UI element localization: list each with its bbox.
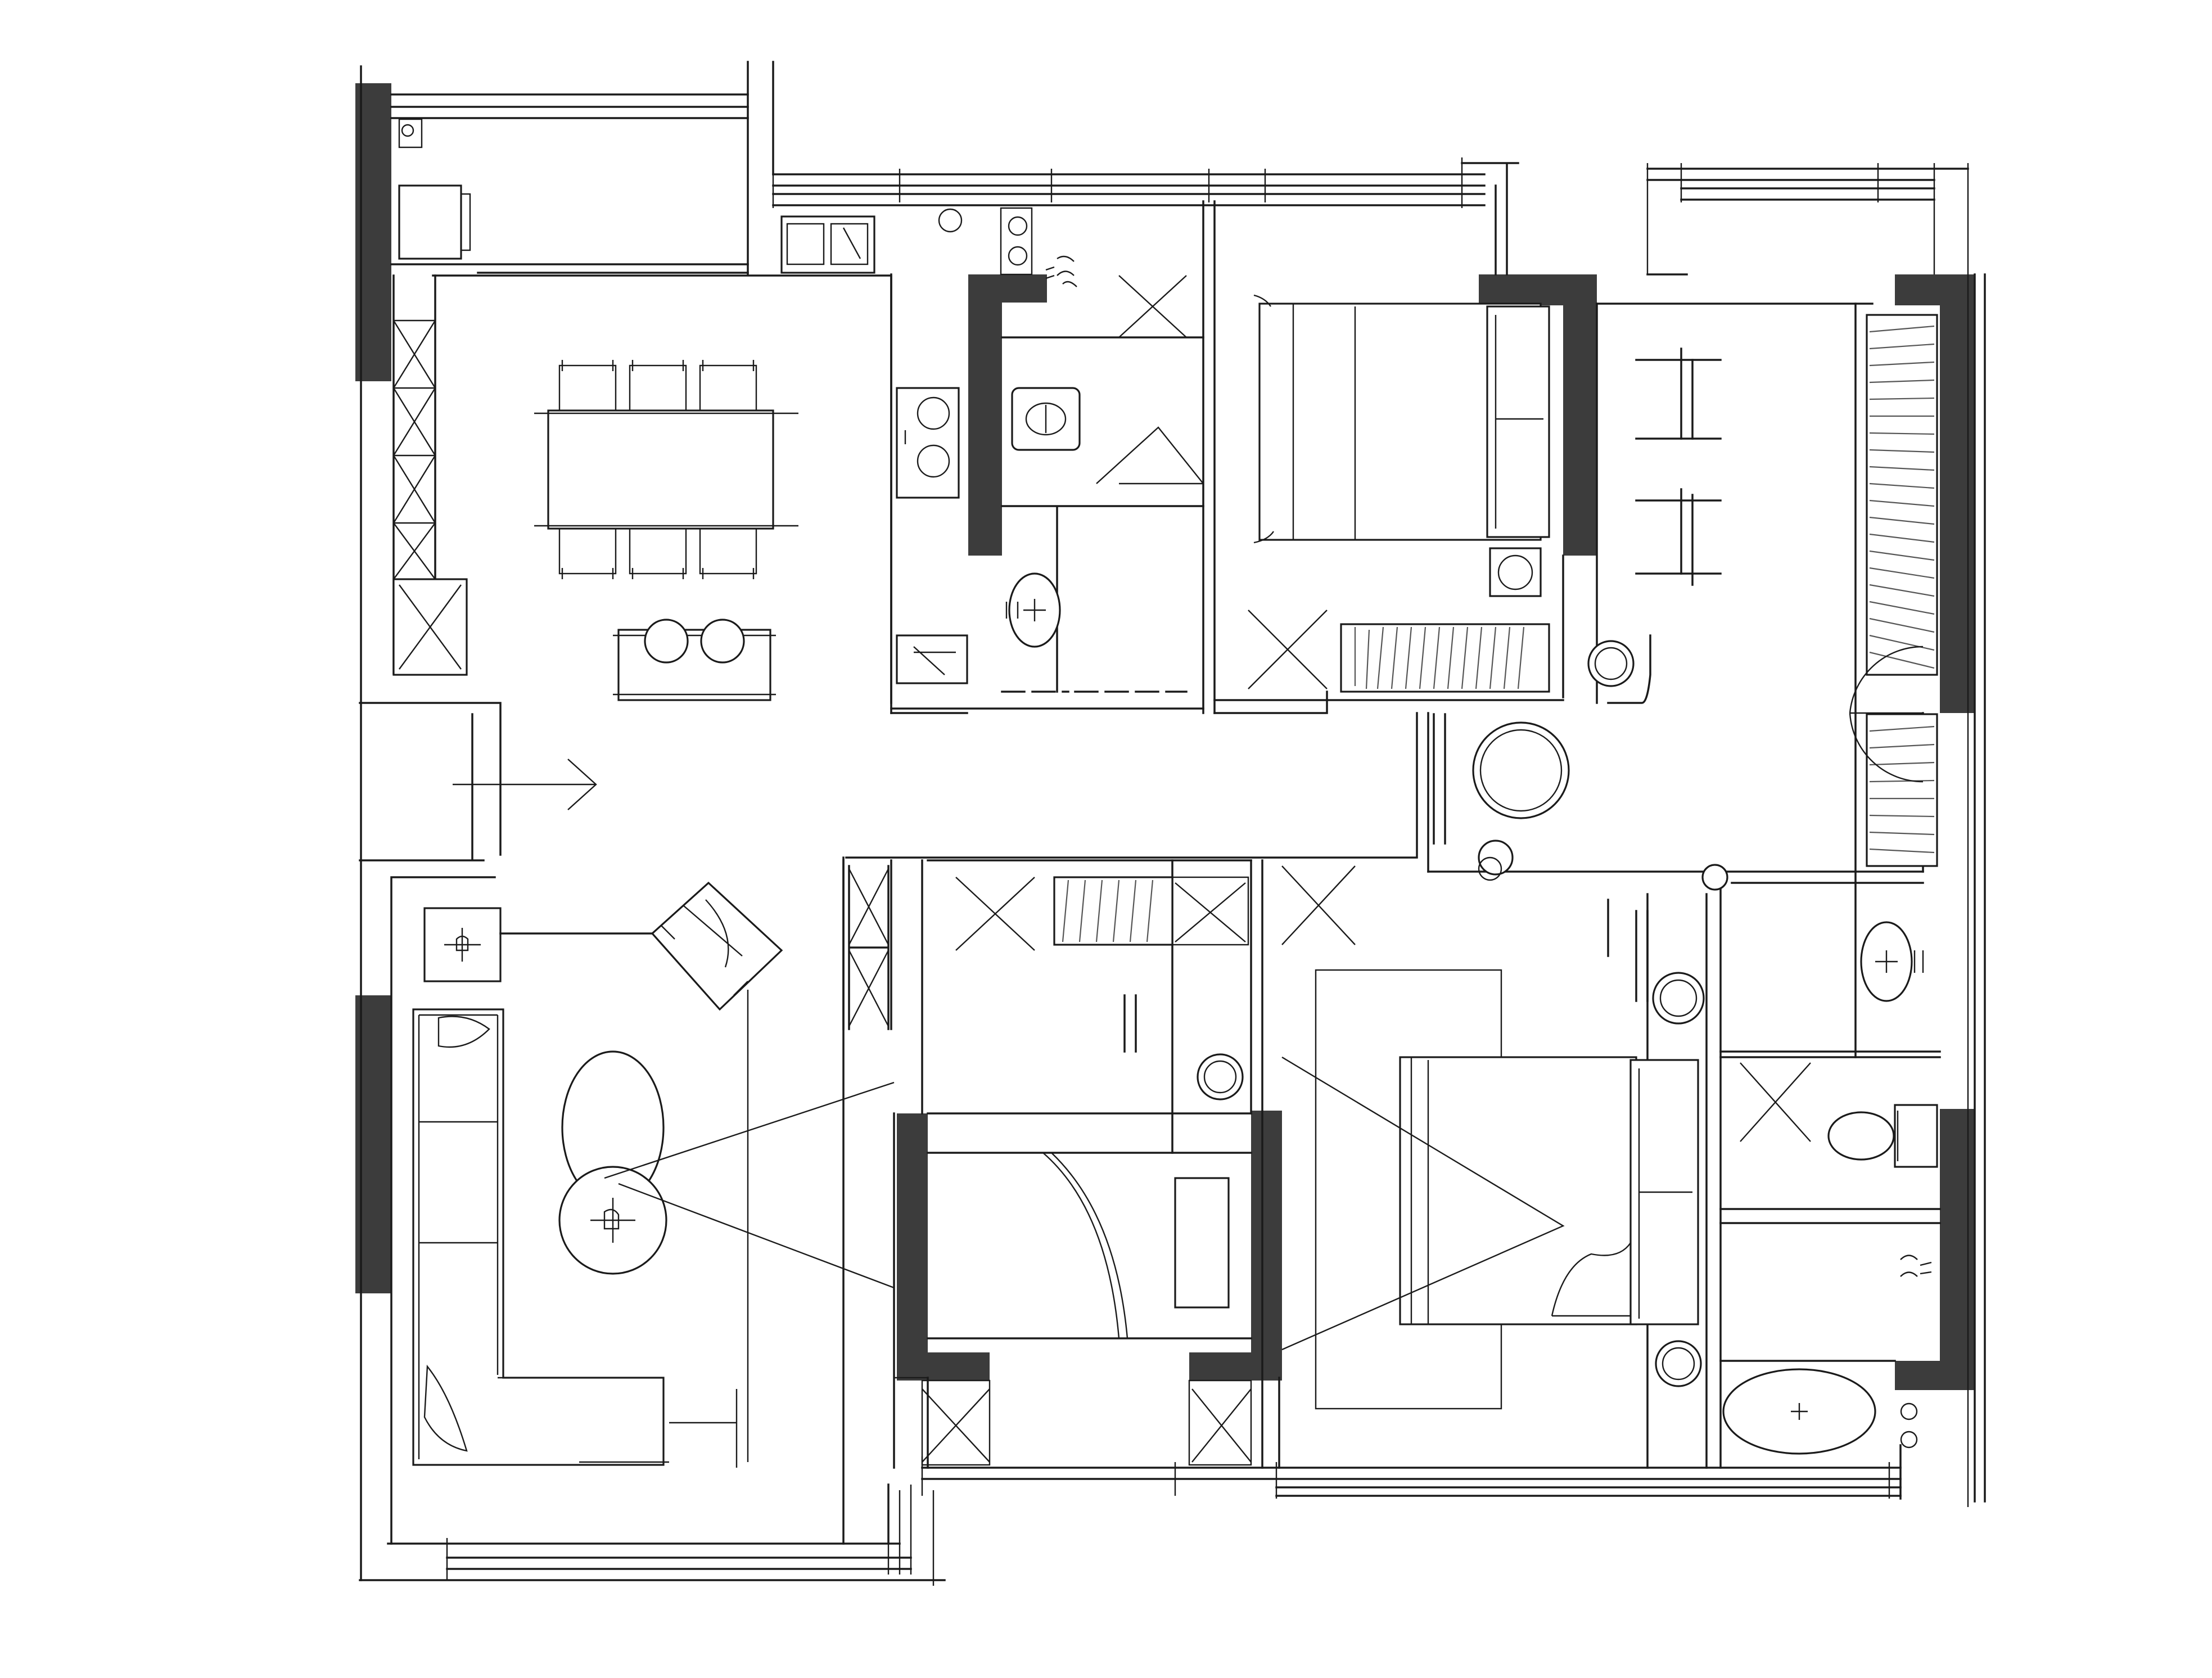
tv-view-cone	[1281, 1056, 1565, 1351]
toilet	[1827, 1111, 1895, 1161]
bathroom-1	[1005, 255, 1204, 648]
wardrobe-study	[1053, 876, 1173, 946]
dining-chairs	[558, 360, 757, 579]
drain-icon	[401, 124, 414, 137]
structural-walls	[355, 83, 1975, 1390]
corridor	[1433, 640, 1728, 891]
stool	[700, 619, 745, 664]
window-master-top	[1646, 163, 1969, 1507]
drain-icon	[938, 208, 963, 233]
bedroom-1	[1248, 294, 1550, 693]
tv-view-cone	[604, 1081, 895, 1289]
ottoman	[1478, 840, 1514, 876]
fridge	[896, 634, 968, 684]
wardrobe	[1340, 623, 1550, 693]
interior-walls	[359, 200, 1941, 1469]
wall-right-upper-top	[1895, 274, 1975, 305]
shower	[1900, 1255, 1932, 1277]
shower	[1045, 255, 1077, 287]
wall-study-left	[897, 1113, 928, 1378]
entry-arrow	[453, 759, 597, 810]
master-bedroom	[1635, 314, 1938, 867]
tall-cabinet-left	[392, 274, 468, 676]
bar-counter	[613, 619, 776, 701]
wall-kitchen-bath	[968, 274, 1002, 556]
cooktop	[896, 387, 960, 499]
round-table	[1472, 721, 1570, 819]
bedroom-2	[1281, 865, 1705, 1410]
column	[1701, 864, 1728, 891]
wall-bedroom1-right	[1563, 274, 1597, 556]
bathroom-2	[1722, 921, 1938, 1455]
sink	[780, 215, 875, 274]
window-bottom-bedrooms	[921, 1456, 1902, 1499]
wall-study-right-foot	[1189, 1352, 1282, 1381]
dining-table	[534, 360, 798, 579]
living-room	[412, 881, 895, 1468]
wall-bedroom1-top	[1479, 274, 1597, 305]
sofa	[412, 1008, 738, 1468]
study	[848, 865, 1252, 1466]
bed	[1399, 1056, 1637, 1325]
wall-study-right	[1251, 1111, 1282, 1381]
wall-right-lower	[1940, 1109, 1975, 1390]
window-living-bottom	[359, 1485, 946, 1586]
kitchen	[780, 207, 1033, 684]
window-kitchen-top	[772, 157, 1486, 208]
wall-study-left-foot	[897, 1352, 990, 1381]
wardrobe-master	[1866, 314, 1938, 867]
balcony-storage	[398, 118, 471, 260]
wardrobe-hangers	[1354, 626, 1525, 689]
wall-right-upper	[1940, 274, 1975, 713]
armchair	[651, 881, 783, 1462]
wall-right-lower-foot	[1895, 1361, 1975, 1390]
stool	[644, 619, 689, 664]
exterior-outline	[359, 61, 1986, 1586]
wall-kitchen-bath-top	[968, 274, 1047, 303]
desk	[1174, 1177, 1230, 1309]
headboard	[1486, 305, 1550, 538]
washing-machine	[398, 184, 462, 260]
